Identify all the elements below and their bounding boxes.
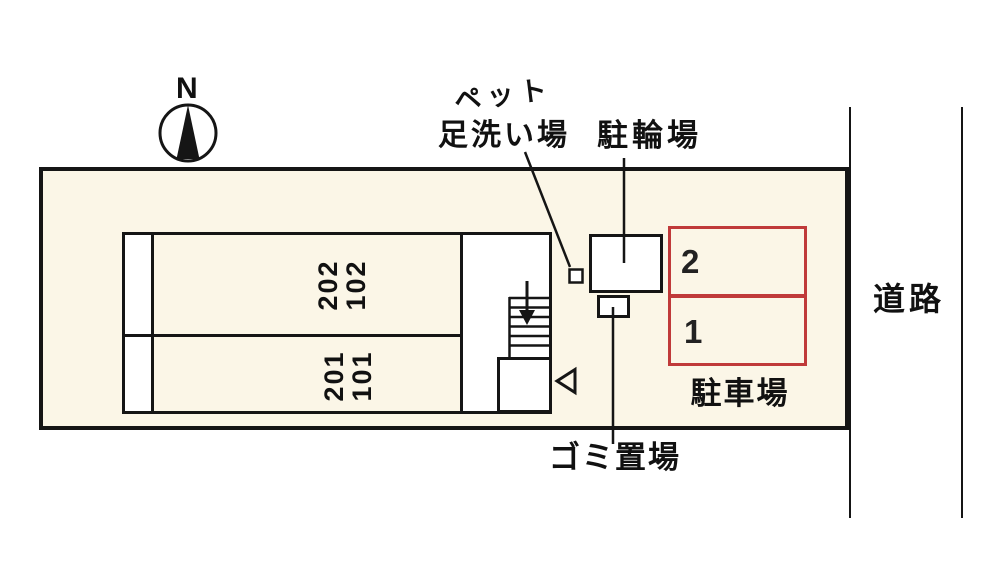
parking-space-1-number: 1: [684, 313, 703, 350]
compass: [158, 103, 218, 163]
compass-needle-icon: [176, 105, 200, 159]
room-label-201-101: 201 101: [319, 350, 377, 402]
stairs: [497, 281, 552, 413]
stair-landing: [497, 357, 552, 413]
bicycle-parking-label: 駐輪場: [597, 118, 702, 153]
pet-wash-station: [568, 268, 584, 284]
garbage-label: ゴミ置場: [549, 440, 681, 475]
leader-line-pet-wash: [523, 151, 572, 268]
bicycle-parking-area: [589, 234, 663, 293]
compass-n-label: N: [176, 72, 198, 105]
parking-lot-label: 駐車場: [690, 376, 790, 411]
room-label-202-102: 202 102: [313, 259, 371, 311]
parking-space-1: [668, 295, 807, 366]
room-number-201: 201: [319, 350, 349, 402]
pet-wash-label-line2: 足洗い場: [438, 119, 570, 152]
room-number-102: 102: [341, 259, 371, 311]
stair-arrow-head-icon: [519, 310, 535, 325]
room-number-101: 101: [347, 350, 377, 402]
road-label: 道路: [873, 281, 946, 317]
balcony-strip: [122, 232, 154, 414]
parking-space-2-number: 2: [681, 243, 700, 280]
entrance-arrow-icon: [554, 366, 577, 396]
room-number-202: 202: [313, 259, 343, 311]
